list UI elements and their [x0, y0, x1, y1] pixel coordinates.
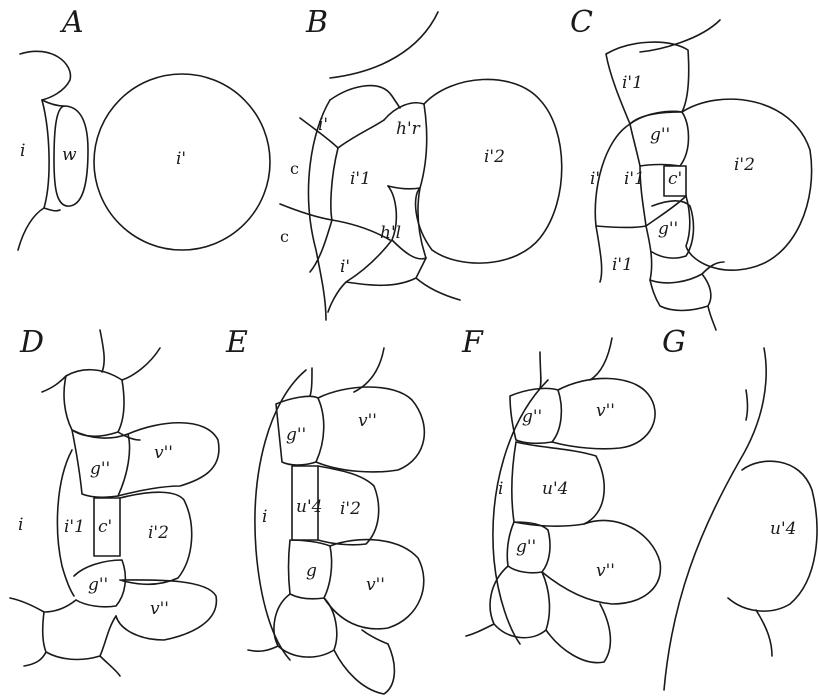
panel-b-wall-c [331, 148, 338, 220]
panel-e-label-v-top: v'' [358, 411, 377, 431]
panel-e-label-v-bot: v'' [366, 575, 385, 595]
panel-b-letter: B [305, 5, 328, 40]
panel-a-letter: A [59, 5, 84, 40]
panel-d-top-stems [100, 330, 160, 380]
panel-f: F g'' v'' i u'4 g'' v'' [461, 325, 660, 663]
panel-e-label-g-bot: g [306, 561, 317, 581]
panel-f-label-g-top: g'' [522, 407, 542, 427]
panel-b-wall-f [310, 220, 332, 272]
panel-f-bottom-cells [466, 566, 610, 663]
panel-a-wall [42, 100, 64, 106]
panel-b-label-i2: i'2 [484, 147, 505, 167]
panel-d-label-v-top: v'' [154, 443, 173, 463]
panel-e-label-g-top: g'' [286, 425, 306, 445]
panel-b-label-hl: h'l [380, 223, 401, 243]
panel-a-label-i1: i' [176, 149, 186, 169]
panel-e-bottom-cells [248, 594, 394, 694]
panel-a-outline-top [20, 51, 70, 100]
panel-g-label-u: u'4 [770, 519, 796, 539]
panel-d-label-g-bot: g'' [88, 575, 108, 595]
panel-a-outline-left [42, 100, 49, 208]
panel-c-lower [650, 262, 724, 330]
panel-c-label-g-top: g'' [650, 125, 670, 145]
panel-b-cell-i2 [416, 79, 562, 263]
panel-c-label-i2: i'2 [734, 155, 755, 175]
panel-b-label-i1: i'1 [350, 169, 371, 189]
panel-d-label-i: i [18, 515, 23, 535]
panel-d-label-c: c' [98, 517, 112, 537]
panel-b-wall-d [280, 204, 332, 220]
panel-a-label-w: w [62, 145, 77, 165]
panel-c-letter: C [570, 5, 593, 40]
panel-a: A i w i' [18, 5, 270, 250]
panel-c-label-i1-bot: i'1 [612, 255, 633, 275]
panel-f-label-v-bot: v'' [596, 561, 615, 581]
panel-d-letter: D [19, 325, 44, 360]
panel-b: B i' h'r c i'1 i'2 c h'l i' [280, 5, 562, 320]
panel-c: C i'1 g'' i'2 i' i'1 c' g'' i'1 [570, 5, 812, 330]
panel-a-outline-bottom [18, 208, 60, 250]
panel-e-label-u: u'4 [296, 497, 322, 517]
panel-c-cell-i2 [682, 99, 812, 270]
panel-d-label-v-bot: v'' [150, 599, 169, 619]
panel-b-label-i-top: i' [318, 115, 328, 135]
panel-b-label-hr: h'r [396, 119, 421, 139]
panel-d-bottom-cells [10, 598, 120, 676]
panel-g-main-arc [664, 348, 766, 690]
panel-d-label-g-top: g'' [90, 459, 110, 479]
panel-b-label-i-bot: i' [340, 257, 350, 277]
panel-f-label-u: u'4 [542, 479, 568, 499]
panel-d: D g'' v'' i i'1 c' i'2 g'' v'' [10, 325, 219, 676]
panel-b-cell-hr [384, 103, 427, 189]
panel-c-label-c: c' [668, 169, 682, 189]
panel-d-top-cell [64, 370, 124, 437]
panel-b-wall-b [338, 120, 384, 148]
panel-c-label-i-left: i' [590, 169, 600, 189]
panel-b-cell-top [330, 86, 400, 108]
panel-f-label-g-bot: g'' [516, 537, 536, 557]
panel-g-bottom-stem [756, 610, 772, 656]
panel-d-top-side-walls [42, 376, 140, 440]
panel-c-label-i1-top: i'1 [622, 73, 643, 93]
panel-b-label-c2: c [280, 227, 289, 246]
panel-g-letter: G [662, 325, 686, 360]
panel-e-label-i: i [262, 507, 267, 527]
panel-g-stem [746, 390, 748, 420]
panel-b-outer-arc [330, 12, 438, 78]
panel-e-label-i2: i'2 [340, 499, 361, 519]
panel-c-label-i1-mid: i'1 [624, 169, 645, 189]
panel-d-label-i2: i'2 [148, 523, 169, 543]
panel-b-label-c1: c [290, 159, 299, 178]
panel-g: G u'4 [662, 325, 817, 690]
panel-c-label-g-bot: g'' [658, 219, 678, 239]
panel-e: E g'' v'' i u'4 i'2 g v'' [225, 325, 424, 694]
panel-f-label-v-top: v'' [596, 401, 615, 421]
panel-f-label-i: i [498, 479, 503, 499]
panel-f-letter: F [461, 325, 484, 360]
panel-e-letter: E [225, 325, 248, 360]
panel-d-label-i1: i'1 [64, 517, 85, 537]
panel-a-label-i: i [20, 141, 25, 161]
panel-c-outer-arc [640, 20, 720, 52]
panel-f-top-stems [540, 338, 612, 388]
